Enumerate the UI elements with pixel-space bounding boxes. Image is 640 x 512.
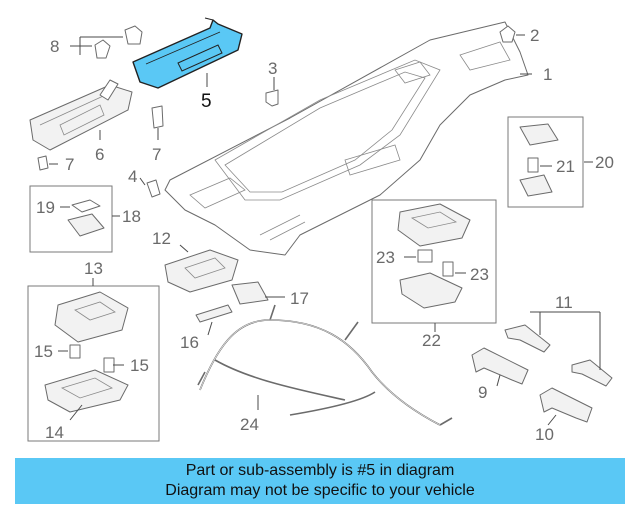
hook-part-3[interactable] xyxy=(265,89,279,107)
callout-5: 5 xyxy=(201,91,212,112)
callout-19: 19 xyxy=(36,198,55,217)
callout-9: 9 xyxy=(478,383,487,402)
screw-part-7a[interactable] xyxy=(37,155,49,171)
lamp-part-20[interactable] xyxy=(519,123,559,197)
leader-lines xyxy=(49,34,601,426)
clip-part-2[interactable] xyxy=(499,25,516,43)
grip-part-9[interactable] xyxy=(471,347,529,385)
callout-22: 22 xyxy=(422,331,441,350)
callout-10: 10 xyxy=(535,425,554,444)
clip-part-8b[interactable] xyxy=(124,25,143,45)
sun-visor-highlighted-part[interactable] xyxy=(132,17,243,89)
callout-23b: 23 xyxy=(470,265,489,284)
group-box-18 xyxy=(29,185,113,253)
clip-part-8a[interactable] xyxy=(94,39,111,59)
callout-20: 20 xyxy=(595,153,614,172)
bulb-part-23a[interactable] xyxy=(417,249,433,263)
grip-part-11b[interactable] xyxy=(571,359,613,387)
grip-part-11a[interactable] xyxy=(504,324,551,353)
callout-18: 18 xyxy=(122,207,141,226)
lamp-part-13[interactable] xyxy=(54,291,129,343)
callout-14: 14 xyxy=(45,423,64,442)
lamp-part-18[interactable] xyxy=(67,213,105,237)
callout-7a: 7 xyxy=(65,155,74,174)
callout-1: 1 xyxy=(543,65,552,84)
wiring-harness-part-24[interactable] xyxy=(197,304,453,426)
callout-labels: 1 2 3 4 5 6 7 7 8 9 10 11 12 13 14 15 15… xyxy=(34,26,614,444)
parts-diagram: 1 2 3 4 5 6 7 7 8 9 10 11 12 13 14 15 15… xyxy=(27,17,614,444)
headliner-part[interactable] xyxy=(164,21,529,256)
bulb-part-23b[interactable] xyxy=(442,261,454,277)
banner-line-1: Part or sub-assembly is #5 in diagram xyxy=(185,462,455,479)
callout-13: 13 xyxy=(84,259,103,278)
callout-15b: 15 xyxy=(130,356,149,375)
callout-15a: 15 xyxy=(34,342,53,361)
bulb-part-21[interactable] xyxy=(527,157,539,173)
screw-part-7b[interactable] xyxy=(151,105,164,129)
banner-line-2: Diagram may not be specific to your vehi… xyxy=(165,482,475,499)
callout-2: 2 xyxy=(530,26,539,45)
bracket-part-14[interactable] xyxy=(44,369,129,413)
group-box-22 xyxy=(371,199,497,324)
callout-16: 16 xyxy=(180,333,199,352)
callout-24: 24 xyxy=(240,415,259,434)
callout-7b: 7 xyxy=(152,145,161,164)
lens-part-19[interactable] xyxy=(71,199,101,213)
lamp-part-17[interactable] xyxy=(231,281,269,305)
clip-part-4[interactable] xyxy=(146,179,161,198)
callout-12: 12 xyxy=(152,229,171,248)
callout-23a: 23 xyxy=(376,248,395,267)
callout-6: 6 xyxy=(95,145,104,164)
bulb-part-15a[interactable] xyxy=(69,344,81,359)
callout-8: 8 xyxy=(50,37,59,56)
callout-4: 4 xyxy=(128,167,137,186)
info-banner: Part or sub-assembly is #5 in diagram Di… xyxy=(15,458,625,504)
group-box-20 xyxy=(507,116,584,208)
lens-part-16[interactable] xyxy=(195,304,233,323)
callout-17: 17 xyxy=(290,289,309,308)
callout-3: 3 xyxy=(268,59,277,78)
callout-11: 11 xyxy=(555,293,573,312)
callout-21: 21 xyxy=(556,157,575,176)
sun-visor-part[interactable] xyxy=(29,79,133,151)
lamp-part-22[interactable] xyxy=(397,203,471,309)
console-part-12[interactable] xyxy=(164,249,239,293)
grip-part-10[interactable] xyxy=(539,387,593,423)
bulb-part-15b[interactable] xyxy=(103,357,115,373)
